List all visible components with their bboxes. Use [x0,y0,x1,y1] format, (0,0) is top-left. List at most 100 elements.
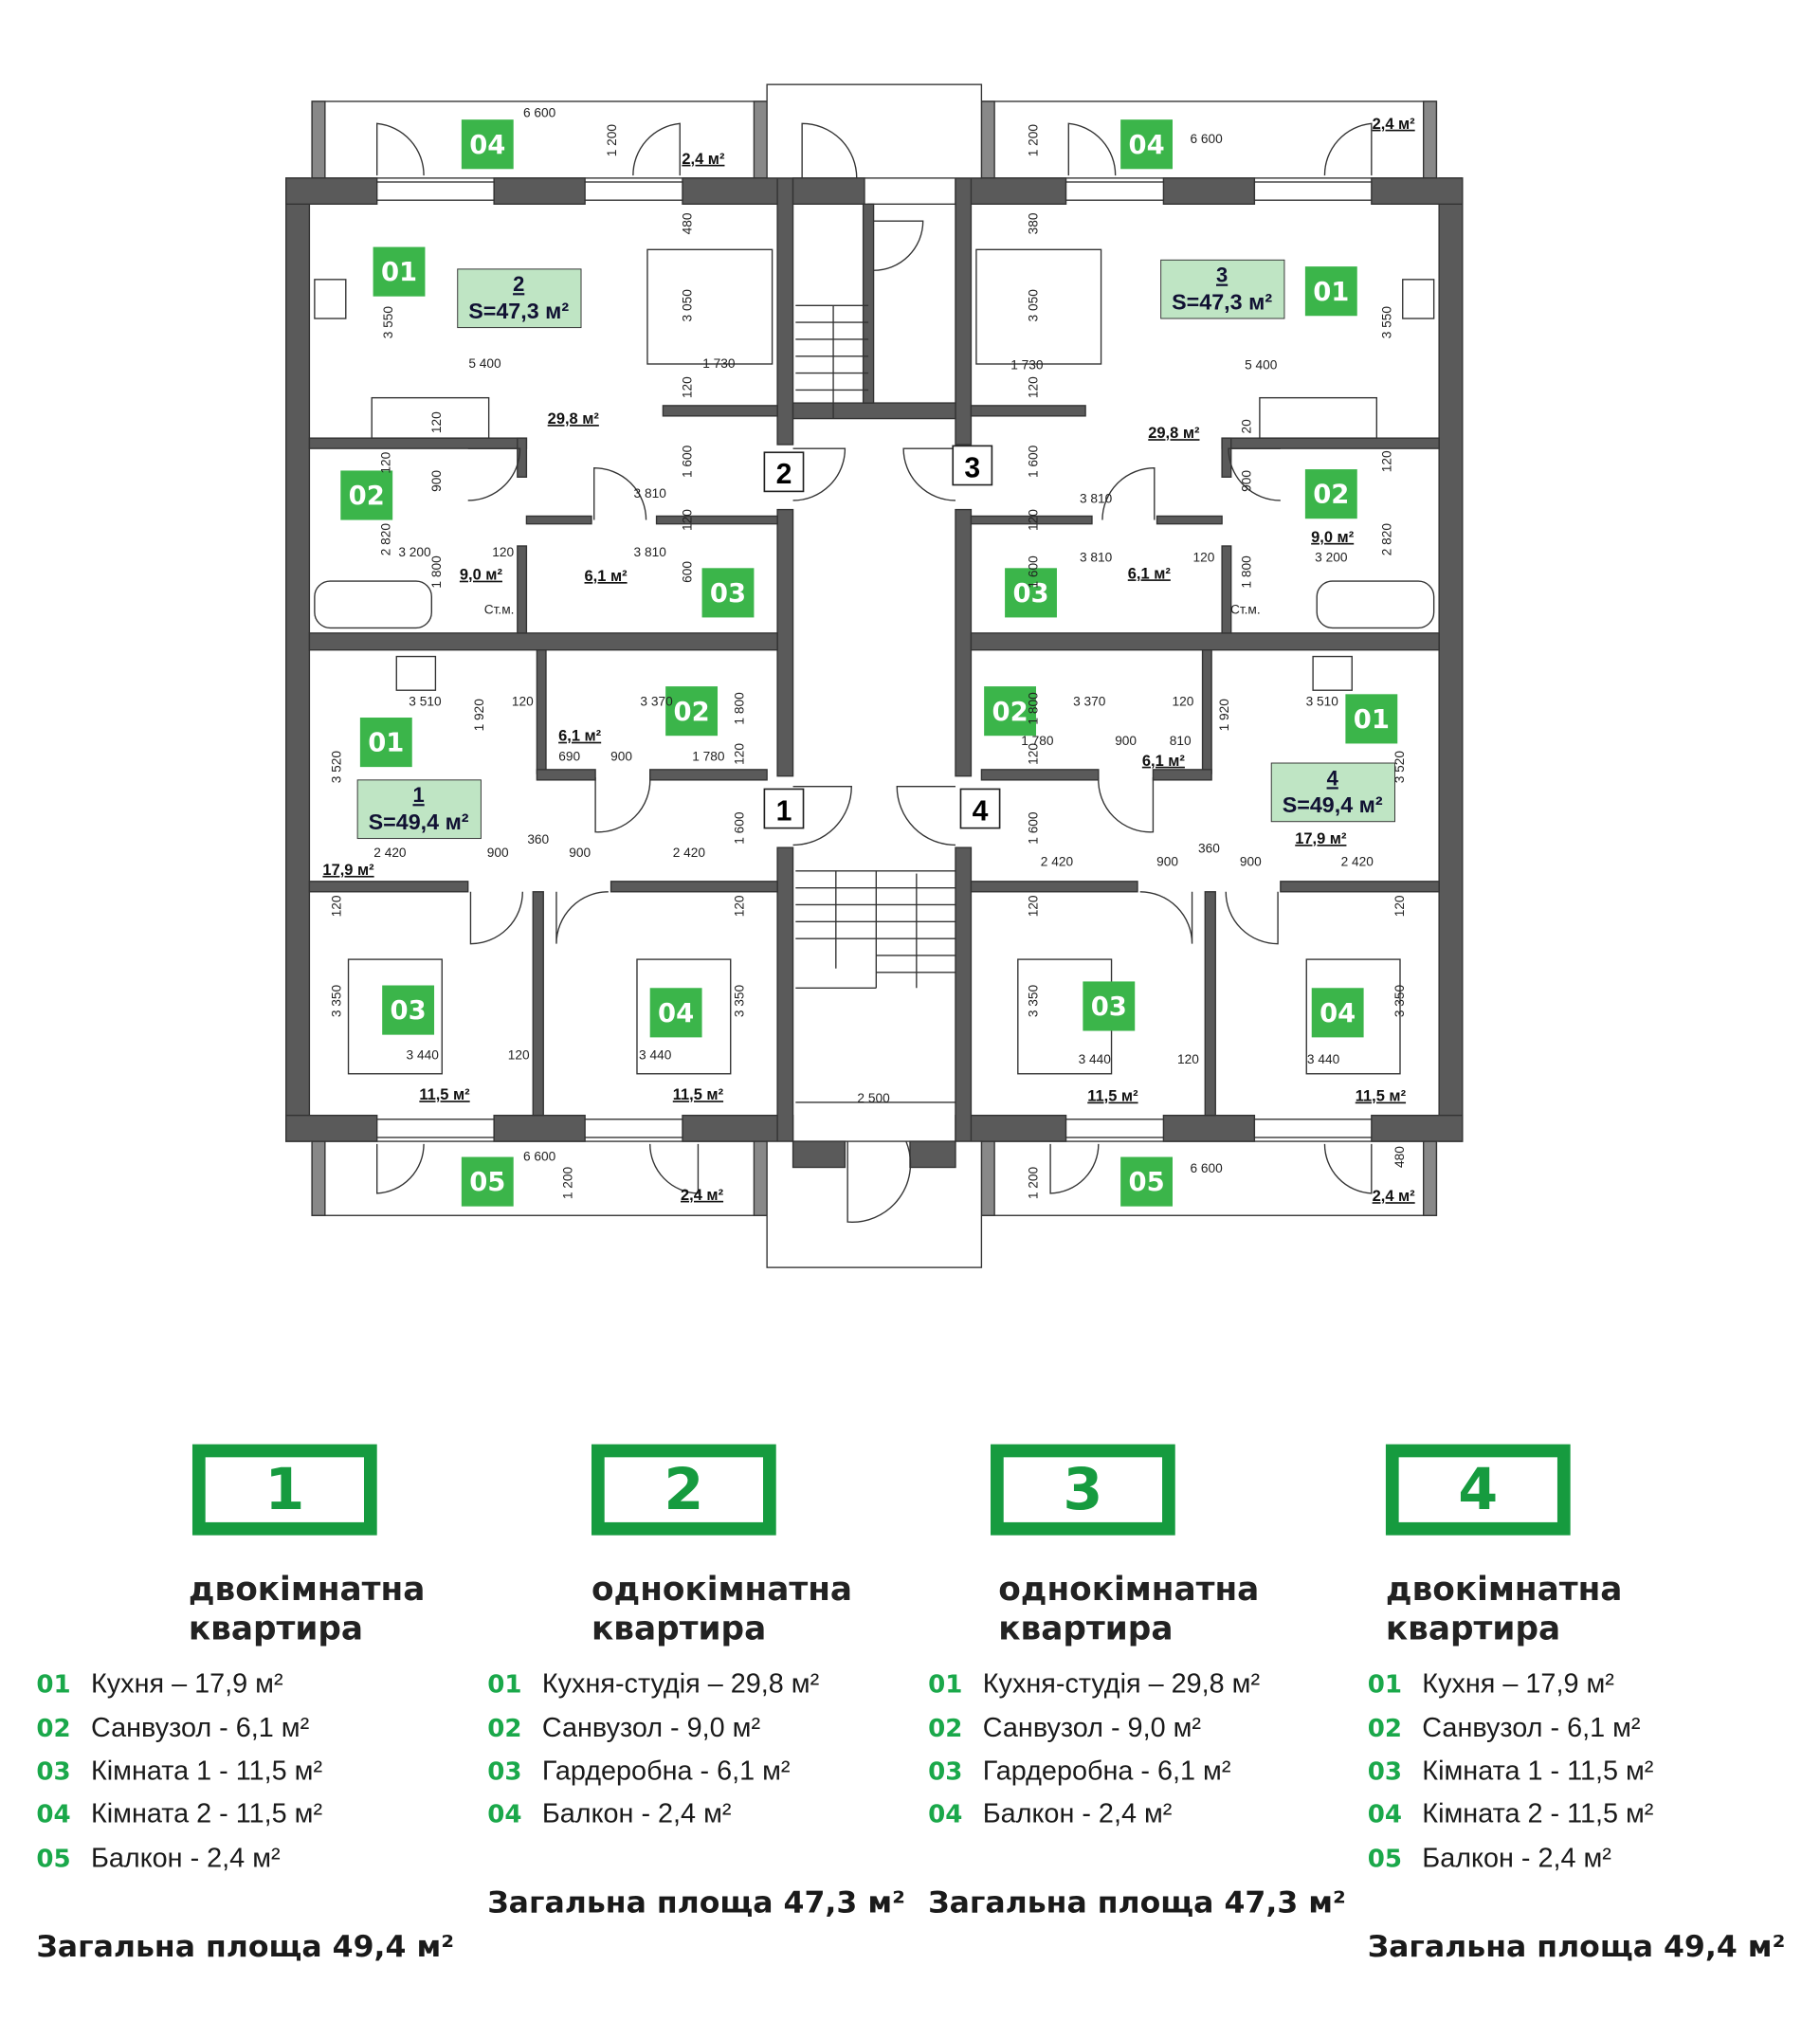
dimension-label: 3 050 [1026,289,1040,322]
dimension-label: 120 [681,376,695,398]
room-code: 02 [487,1714,522,1744]
dimension-label: 2 420 [673,846,706,860]
dimension-label: 120 [1392,895,1407,917]
dimension-label: Ст.м. [484,602,515,616]
room-tag: 01 [1304,266,1357,317]
dimension-label: 810 [1170,734,1192,748]
dimension-label: 120 [1026,509,1040,531]
apartment-area-box: 1S=49,4 м² [356,779,482,840]
dimension-label: 120 [1026,743,1040,765]
dimension-label: 900 [429,470,444,492]
room-tag: 01 [359,718,412,768]
dimension-label: 1 600 [732,811,746,845]
apartment-area-box: 4S=49,4 м² [1270,762,1395,823]
room-tag-code: 01 [381,258,417,287]
room-tag-code: 03 [1012,579,1048,609]
room-description: Гардеробна - 6,1 м² [541,1756,791,1787]
room-tag: 04 [1120,119,1174,170]
room-tag: 01 [1345,694,1398,744]
dimension-label: 120 [378,451,392,473]
dimension-label: 120 [512,695,534,709]
dimension-label: 3 350 [732,984,746,1017]
room-area-label: 29,8 м² [548,410,600,428]
apartment-number: 2 [513,272,524,296]
room-tag-code: 02 [349,482,385,511]
dimension-label: 5 400 [1245,357,1278,372]
dimension-label: 3 370 [1073,695,1106,709]
dimension-label: 3 350 [329,984,343,1017]
apartment-type-line1: однокімнатна [591,1570,853,1609]
dimension-label: 900 [1115,734,1137,748]
dimension-label: 120 [1177,1052,1199,1066]
room-description: Кухня – 17,9 м² [90,1668,283,1700]
room-tag: 02 [984,686,1037,737]
room-code: 04 [36,1800,71,1829]
apartment-area: S=49,4 м² [1283,792,1383,817]
dimension-label: 1 200 [560,1166,574,1199]
dimension-label: 900 [1156,854,1178,868]
room-area-label: 29,8 м² [1148,425,1200,442]
apartment-area: S=49,4 м² [369,810,469,834]
dimension-label: 1 730 [1010,357,1044,372]
room-description: Кухня-студія – 29,8 м² [541,1668,820,1700]
total-area: Загальна площа 49,4 м² [36,1930,455,1965]
room-description: Кухня – 17,9 м² [1422,1668,1614,1700]
dimension-label: 1 780 [692,749,725,763]
dimension-label: 2 420 [1041,854,1074,868]
room-code: 03 [487,1757,522,1787]
apartment-number: 1 [412,783,424,807]
room-tag: 03 [1005,568,1057,618]
dimension-label: 3 520 [329,751,343,784]
room-code: 01 [36,1670,71,1700]
dimension-label: 3 810 [634,545,667,559]
dimension-label: 6 600 [523,1150,556,1164]
room-tag: 05 [1120,1156,1174,1207]
dimension-label: 360 [527,832,549,846]
apartment-type-line2: квартира [591,1609,767,1647]
room-code: 02 [36,1714,71,1744]
room-description: Санвузол - 9,0 м² [982,1713,1201,1744]
apartment-door-number[interactable]: 2 [763,451,805,493]
dimension-label: 6 600 [523,105,556,119]
dimension-label: 1 800 [429,555,444,589]
dimension-label: 120 [1173,695,1194,709]
dimension-label: 600 [681,561,695,583]
dimension-label: 6 600 [1191,132,1224,146]
dimension-label: 3 810 [634,486,667,500]
dimension-label: 5 400 [468,356,501,371]
dimension-label: 1 200 [1026,1166,1040,1199]
dimension-label: 1 600 [1026,555,1040,589]
apartment-door-number[interactable]: 3 [952,445,993,486]
room-description: Балкон - 2,4 м² [90,1843,281,1874]
dimension-label: 2 420 [1341,854,1374,868]
room-description: Балкон - 2,4 м² [982,1799,1173,1829]
apartment-door-number[interactable]: 1 [763,788,805,829]
room-tag-code: 01 [1313,278,1349,307]
dimension-label: 3 520 [1392,751,1407,784]
room-tag-code: 04 [469,131,505,160]
apartment-door-number[interactable]: 4 [959,788,1001,829]
room-tag-code: 03 [1091,992,1127,1022]
dimension-label: 120 [329,895,343,917]
dimension-label: 900 [487,846,509,860]
room-code: 04 [928,1800,963,1829]
room-description: Санвузол - 6,1 м² [1422,1713,1641,1744]
room-tag-code: 04 [658,999,694,1028]
room-description: Кімната 1 - 11,5 м² [90,1756,323,1787]
apartment-type-line2: квартира [188,1609,364,1647]
room-tag-code: 01 [368,729,404,758]
room-area-label: 11,5 м² [1087,1088,1138,1105]
room-description: Кухня-студія – 29,8 м² [982,1668,1261,1700]
room-description: Кімната 1 - 11,5 м² [1422,1756,1654,1787]
dimension-label: 1 920 [1217,699,1231,732]
room-tag: 04 [461,119,514,170]
room-area-label: 11,5 м² [673,1086,724,1103]
dimension-label: 3 550 [381,306,395,339]
dimension-label: 1 800 [1239,555,1253,589]
dimension-label: 360 [1198,842,1220,856]
dimension-label: 1 800 [732,692,746,725]
apartment-type-line1: двокімнатна [1385,1570,1623,1609]
total-area: Загальна площа 47,3 м² [928,1885,1346,1920]
dimension-label: 2 820 [378,523,392,556]
